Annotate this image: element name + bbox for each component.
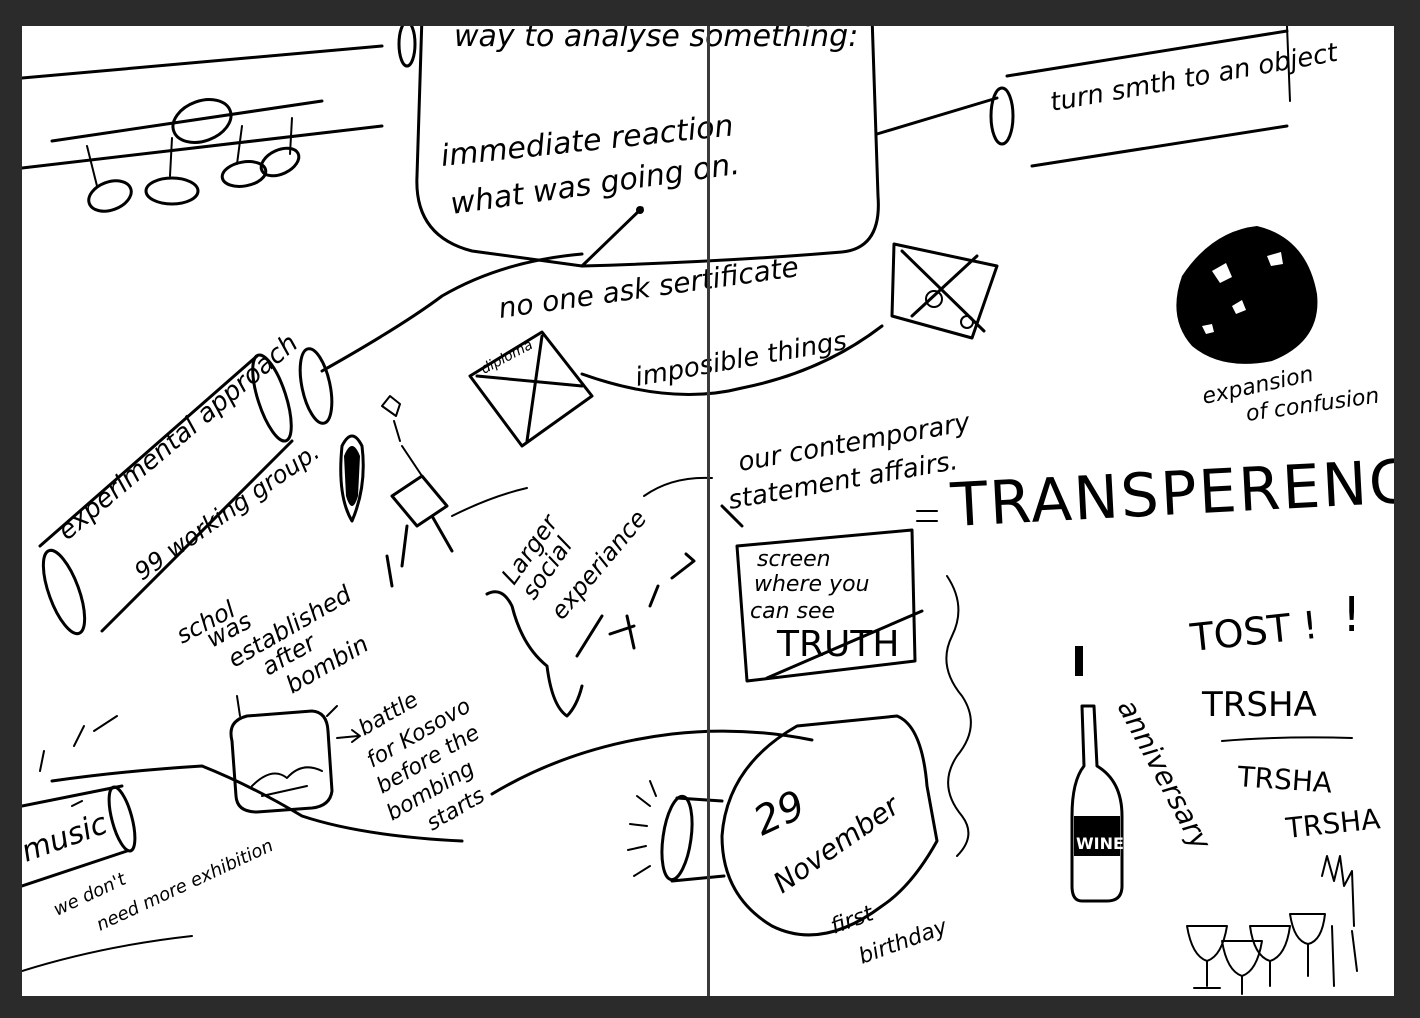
note-wine: WINE [1076,834,1124,853]
dash-marks-left [39,715,118,807]
tube-music [22,784,129,888]
tube-experimental-start [41,548,87,636]
rock-highlights [1202,252,1283,334]
speech-bubble [415,26,880,268]
tube-object-end [989,86,1015,146]
note-screen-3: can see [750,599,835,624]
bracket [485,590,584,718]
note-impossible: imposible things [633,326,849,393]
date-bubble [720,714,939,937]
drum-link [670,796,726,883]
note-date-day: 29 [747,782,813,845]
note-turn-object: turn smth to an objeсt [1048,38,1341,118]
tube-experimental-end [251,353,293,443]
sketchnote-drawing: way to analyse something: immediate reac… [22,26,1394,995]
lower-curve [50,729,814,843]
page-spine [707,26,710,996]
note-truth: TRUTH [776,624,899,665]
wine-glasses-icon [1186,855,1358,995]
tv-icon [229,695,338,814]
light-rail [50,99,324,143]
arrow-marks [575,552,696,658]
tube-music-end [107,785,137,853]
drum-end [660,794,694,882]
bubble-dot [636,206,644,214]
note-trsha-1: TRSHA [1201,685,1317,725]
note-transparency: TRANSPERENCY [948,445,1394,541]
tube-top-left [22,44,384,170]
tube-experimental [38,354,294,633]
arrow-battle [336,729,361,743]
sketch-page: way to analyse something: immediate reac… [22,26,1394,996]
note-trsha-3: TRSHA [1283,802,1381,845]
tube-experimental-ring [298,347,334,425]
note-experimental: experimental approach [52,328,304,546]
curve-bottom-left [22,935,193,972]
spotlight-icon [86,117,301,213]
svg-text:diploma: diploma [478,337,535,378]
note-toast: TOST ! [1187,603,1320,660]
wine-bottle-icon [1070,646,1124,903]
note-analyse: way to analyse something: [454,26,858,54]
note-first: first [828,901,879,940]
rail-ring [171,98,233,144]
crossed-certificate-icon [890,242,999,340]
screen-frame-icon [720,504,924,683]
underline [1221,736,1353,742]
wavy-line [945,575,972,857]
arrow-contemporary [643,476,713,497]
exclamation: ! [1342,587,1361,643]
crossed-diploma-icon: diploma [468,330,594,448]
flow-line [320,252,584,373]
drum-rays [627,780,657,877]
tube-object [875,29,1289,168]
dash-mark [916,510,938,522]
tube-object-cap [1286,26,1291,102]
impossible-curve [580,324,884,396]
tube-end [397,26,417,68]
note-screen-1: screen [757,547,831,572]
figure-sketch-icon [339,395,528,588]
note-screen-2: where you [754,572,869,597]
rock-icon [1176,226,1318,364]
note-trsha-2: TRSHA [1236,760,1334,800]
